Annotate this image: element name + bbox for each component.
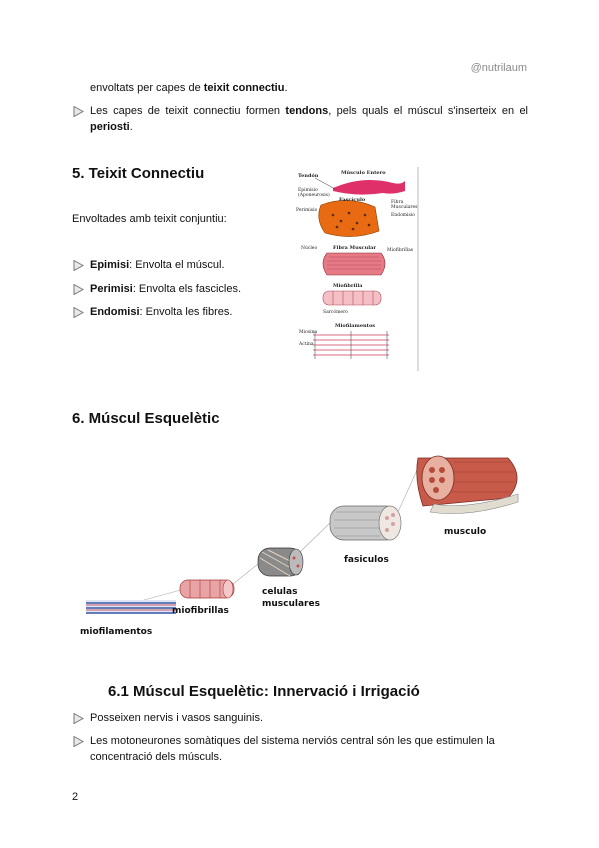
bullet-arrow-icon (73, 713, 84, 724)
myofibril-label: Miofibrilla (333, 283, 363, 289)
epimisi-desc: : Envolta el múscul. (129, 259, 225, 271)
epimysium-label: Epimisio (298, 187, 318, 193)
fibers-label: Fibra (391, 199, 404, 205)
myofilaments-graphic (86, 600, 176, 614)
endomysium-label: Endomisio (391, 212, 415, 218)
innervation-bullet-2: Les motoneurones somàtiques del sistema … (90, 735, 495, 763)
bullet-arrow-icon (73, 260, 84, 271)
intro-bullet-text-end: . (129, 121, 133, 133)
section-6-title: 6. Múscul Esquelètic (72, 410, 220, 427)
fascicles-label: fasiculos (344, 555, 389, 565)
tendons-term: tendons (285, 105, 329, 117)
muscle-cells-label-2: musculares (262, 599, 320, 609)
intro-bullet-text: Les capes de teixit connectiu formen (90, 105, 286, 117)
myofibrils-label: miofibrillas (172, 606, 229, 616)
bullet-arrow-icon (73, 284, 84, 295)
endomisi-item: Endomisi: Envolta les fibres. (90, 304, 232, 320)
muscle-label: musculo (444, 527, 486, 537)
section-5-title: 5. Teixit Connectiu (72, 165, 205, 182)
innervation-bullet-1: Posseixen nervis i vasos sanguinis. (90, 712, 264, 724)
fascicle-shape (318, 200, 380, 237)
skeletal-muscle-diagram: miofilamentos miofibrillas celulas muscu… (80, 455, 519, 637)
fascicles-graphic (329, 505, 402, 541)
muscle-cell-graphic (257, 547, 304, 577)
muscle-fiber-label: Fibra Muscular (333, 245, 376, 251)
myofibril-shape (322, 290, 382, 306)
whole-muscle-label: Músculo Entero (341, 169, 386, 176)
muscle-cells-label: celulas (262, 587, 297, 597)
bullet-arrow-icon (73, 307, 84, 318)
fascicle-label: Fascículo (339, 196, 366, 203)
intro-text: envoltats per capes de (90, 82, 204, 94)
myofibrils-graphic (179, 579, 235, 599)
aponeurosis-label: (Aponeurosis) (298, 191, 330, 198)
intro-bold: teixit connectiu (203, 82, 285, 94)
bullet-arrow-icon (73, 106, 84, 117)
muscle-fiber-shape (322, 252, 386, 276)
myofibrils-label-small: Miofibrillas (387, 247, 414, 253)
page-number: 2 (72, 791, 79, 803)
section-6-1-title: 6.1 Múscul Esquelètic: Innervació i Irri… (108, 683, 420, 700)
whole-muscle-shape (333, 179, 405, 195)
muscle-graphic (416, 455, 519, 514)
intro-text-end: . (284, 82, 288, 94)
epimisi-term: Epimisi (90, 259, 130, 271)
connective-tissue-diagram: Tendón Músculo Entero Epimisio (Aponeuro… (296, 167, 419, 371)
perimysium-label: Perimisio (296, 207, 318, 213)
bullet-arrow-icon (73, 736, 84, 747)
perimisi-item: Perimisi: Envolta els fascicles. (90, 281, 241, 297)
myofilaments-label-small: Miofilamentos (335, 323, 375, 329)
tendon-label: Tendón (298, 172, 319, 179)
intro-line: envoltats per capes de teixit connectiu. (90, 80, 288, 96)
myosin-label: Miosina (299, 329, 317, 335)
intro-bullet: Les capes de teixit connectiu formen ten… (90, 103, 528, 135)
actin-label: Actina (298, 341, 314, 347)
brand-handle: @nutrilaum (470, 62, 527, 74)
sarcomere-label: Sarcómero (323, 308, 348, 315)
epimisi-item: Epimisi: Envolta el múscul. (90, 257, 225, 273)
myofilaments-label: miofilamentos (80, 627, 152, 637)
section-5-lead: Envoltades amb teixit conjuntiu: (72, 213, 227, 225)
perimisi-desc: : Envolta els fascicles. (132, 283, 242, 295)
nucleus-label: Núcleo (301, 244, 317, 251)
periosti-term: periosti (90, 121, 130, 133)
perimisi-term: Perimisi (90, 283, 133, 295)
fibers-label-2: Musculares (391, 204, 418, 210)
intro-bullet-text-mid: , pels quals el múscul s'inserteix en el (328, 105, 529, 117)
endomisi-term: Endomisi (90, 306, 140, 318)
endomisi-desc: : Envolta les fibres. (139, 306, 233, 318)
